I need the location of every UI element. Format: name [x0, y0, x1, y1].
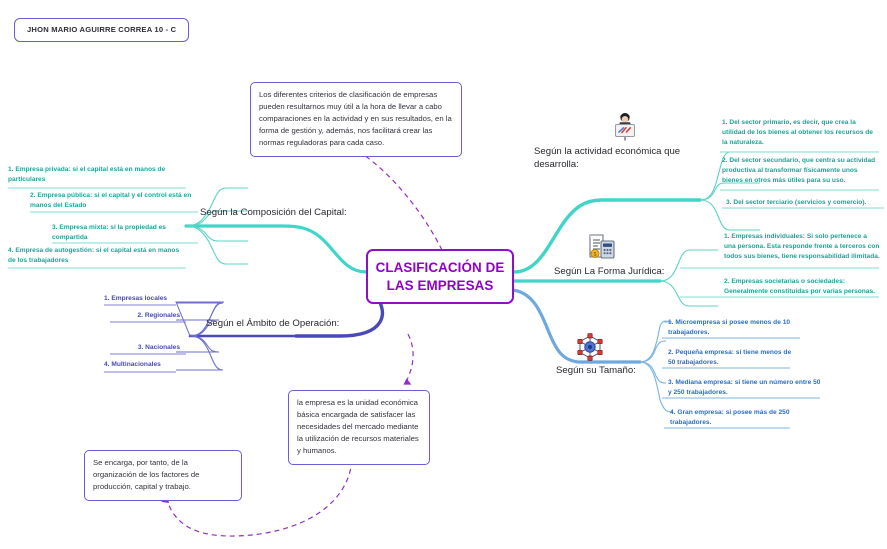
branch-title-actividad-economica[interactable]: Según la actividad económica que desarro…: [534, 146, 681, 170]
author-tag: JHON MARIO AGUIRRE CORREA 10 - C: [14, 18, 190, 42]
central-node-line-1: CLASIFICACIÓN DE: [375, 260, 505, 276]
leaf-line-tamano-1: [640, 321, 670, 362]
dashed-connector-to-middle-note: [403, 333, 414, 385]
note-top[interactable]: Los diferentes criterios de clasificació…: [250, 82, 462, 157]
leaf-line-tamano-1b: [640, 323, 666, 362]
leaf-actividad-3[interactable]: 3. Del sector terciario (servicios y com…: [726, 199, 867, 206]
central-node-line-2: LAS EMPRESAS: [386, 277, 494, 293]
leaf-ambito-2[interactable]: 2. Regionales: [137, 312, 180, 319]
invoice-calculator-icon: $: [586, 233, 618, 268]
leaf-tamano-3[interactable]: 3. Mediana empresa: si tiene un número e…: [668, 379, 821, 397]
leaf-line-juridica-1: [659, 249, 718, 282]
leaf-actividad-2[interactable]: 2. Del sector secundario, que centra su …: [722, 157, 876, 185]
leaf-ambito-1[interactable]: 1. Empresas locales: [104, 295, 168, 302]
presenter-board-icon: [608, 110, 642, 149]
leaf-juridica-2[interactable]: 2. Empresas societarias o sociedades: Ge…: [724, 278, 875, 296]
leaf-composicion-4[interactable]: 4. Empresa de autogestión: si el capital…: [8, 247, 180, 265]
central-node-label: CLASIFICACIÓN DE LAS EMPRESAS: [376, 259, 505, 293]
leaf-composicion-2[interactable]: 2. Empresa pública: si el capital y el c…: [30, 192, 192, 210]
branch-title-tamano[interactable]: Según su Tamaño:: [556, 365, 636, 376]
leaf-line-tamano-c: [639, 361, 667, 384]
branch-line-composicion-main: [184, 224, 368, 274]
leaf-tamano-1[interactable]: 1. Microempresa si posee menos de 10 tra…: [668, 319, 791, 337]
branch-title-composicion-capital[interactable]: Según la Composición del Capital:: [200, 207, 347, 218]
leaf-line-juridica-2: [659, 280, 718, 307]
leaf-tamano-4[interactable]: 4. Gran empresa: si posee más de 250 tra…: [670, 409, 790, 427]
leaf-line-ambito-4: [176, 335, 224, 371]
central-node[interactable]: CLASIFICACIÓN DE LAS EMPRESAS: [366, 249, 514, 304]
dashed-connector-central-to-top-note: [356, 148, 443, 251]
note-lower[interactable]: Se encarga, por tanto, de la organizació…: [84, 450, 242, 501]
network-node-icon: [572, 329, 608, 370]
svg-text:$: $: [594, 252, 597, 258]
leaf-actividad-1[interactable]: 1. Del sector primario, es decir, que cr…: [722, 119, 873, 147]
leaf-line-tamano-b: [639, 340, 667, 363]
branch-title-ambito-operacion[interactable]: Según el Ámbito de Operación:: [206, 318, 340, 329]
note-middle[interactable]: la empresa es la unidad económica básica…: [288, 390, 430, 465]
leaf-composicion-1[interactable]: 1. Empresa privada: si el capital está e…: [8, 166, 166, 184]
leaf-tamano-2[interactable]: 2. Pequeña empresa: si tiene menos de 50…: [668, 349, 792, 367]
leaf-composicion-3[interactable]: 3. Empresa mixta: si la propiedad es com…: [52, 224, 166, 242]
leaf-ambito-3[interactable]: 3. Nacionales: [137, 344, 180, 351]
leaf-line-ambito-3: [176, 335, 220, 353]
leaf-juridica-1[interactable]: 1. Empresas individuales: Si solo perten…: [724, 233, 880, 261]
leaf-ambito-4[interactable]: 4. Multinacionales: [104, 361, 161, 368]
